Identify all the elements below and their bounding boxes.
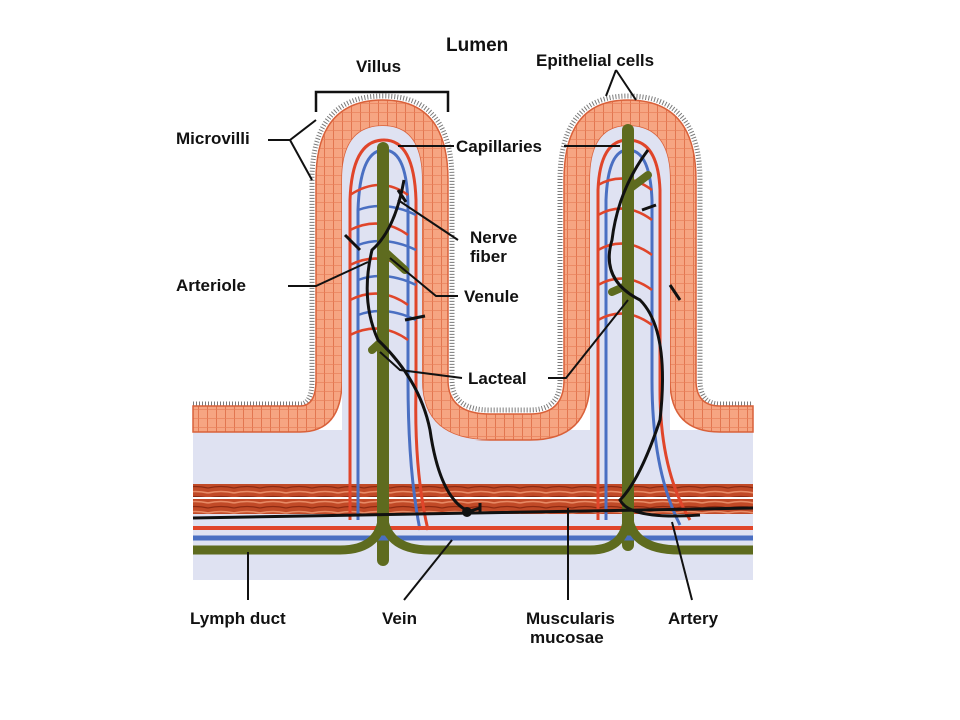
venule-left <box>356 148 422 531</box>
right-villus-vessels <box>596 124 701 551</box>
epithelial-cells-label: Epithelial cells <box>536 51 654 70</box>
villus-label: Villus <box>356 57 401 76</box>
venule-label: Venule <box>464 287 519 306</box>
muscularis-label-line1: Muscularis <box>526 609 615 628</box>
arteriole-right <box>596 138 692 521</box>
nerve-fiber-label-line2: fiber <box>470 247 507 266</box>
nerve <box>192 506 754 520</box>
nerve-fiber-label-line1: Nerve <box>470 228 517 247</box>
villus-bracket <box>314 90 450 112</box>
microvilli-label: Microvilli <box>176 129 250 148</box>
submucosa-vessels <box>192 503 754 555</box>
lymph-duct-label: Lymph duct <box>190 609 286 628</box>
microvilli-fuzz <box>193 93 753 413</box>
capillaries-label: Capillaries <box>456 137 542 156</box>
vein-label: Vein <box>382 609 417 628</box>
muscularis-label-line2: mucosae <box>530 628 604 647</box>
arteriole-left <box>348 138 430 531</box>
lacteal-label: Lacteal <box>468 369 527 388</box>
nerve-fiber-left <box>365 179 471 514</box>
nerve-fiber-right <box>607 149 701 518</box>
artery-label: Artery <box>668 609 719 628</box>
lymph-duct <box>193 509 753 555</box>
leader-lines <box>247 69 693 601</box>
lumen-label: Lumen <box>446 35 508 56</box>
arteriole-label: Arteriole <box>176 276 246 295</box>
